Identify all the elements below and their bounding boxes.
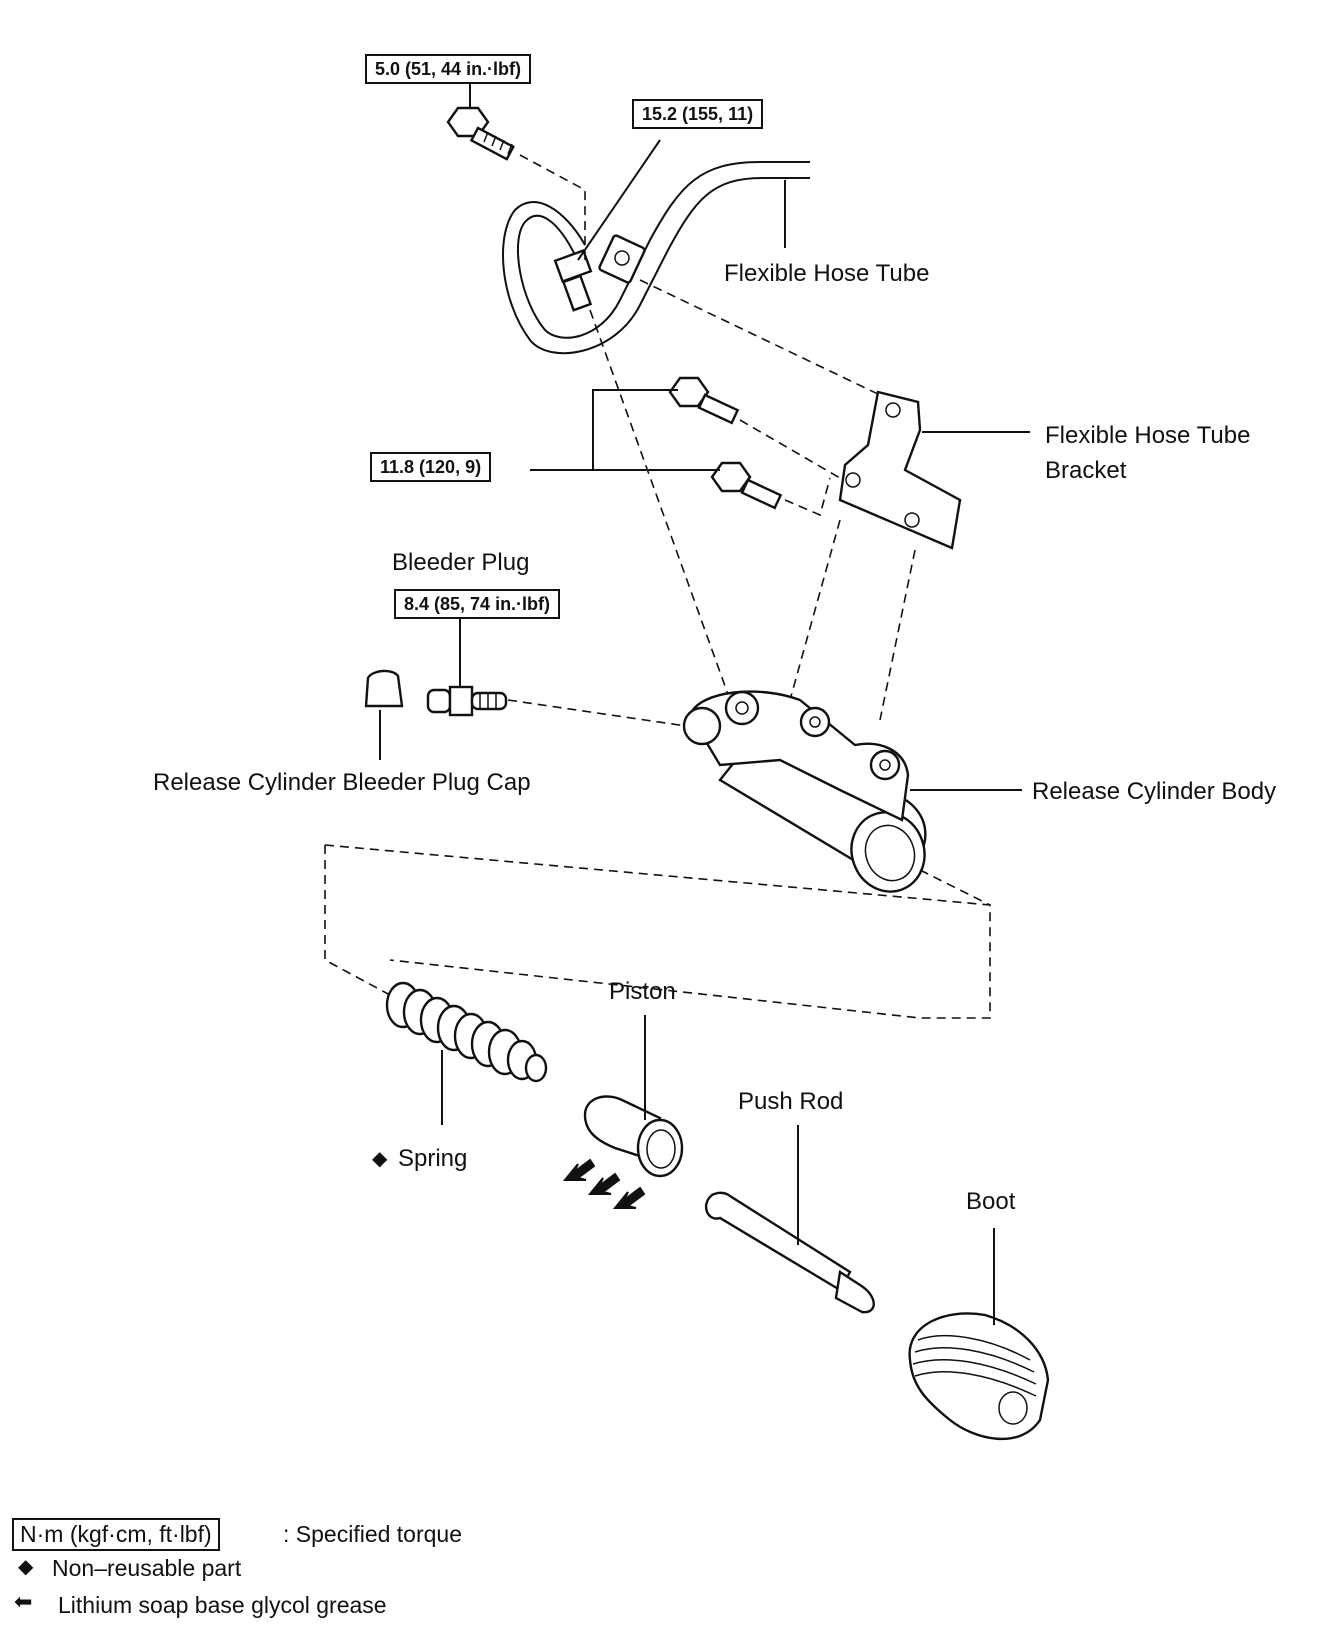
- release-cylinder-body: [682, 690, 1022, 893]
- arrow-left-icon: ⬅: [14, 1590, 33, 1615]
- torque-top-bolt: 5.0 (51, 44 in.·lbf): [365, 54, 532, 84]
- label-push-rod: Push Rod: [738, 1088, 844, 1115]
- flexible-hose-tube: [502, 139, 810, 355]
- legend-nonreusable: Non–reusable part: [52, 1555, 242, 1581]
- torque-bleeder: 8.4 (85, 74 in.·lbf): [394, 589, 561, 619]
- label-bracket-line2: Bracket: [1045, 457, 1127, 484]
- torque-bracket-bolts: 11.8 (120, 9): [370, 452, 492, 482]
- diamond-icon: ◆: [18, 1554, 34, 1578]
- bleeder-plug: [426, 614, 701, 729]
- legend-grease: Lithium soap base glycol grease: [58, 1592, 387, 1618]
- label-spring: Spring: [398, 1145, 468, 1172]
- top-bolt: [446, 78, 586, 260]
- label-piston: Piston: [609, 978, 676, 1005]
- bracket-bolts: [530, 376, 841, 517]
- label-bleeder-plug: Bleeder Plug: [392, 549, 530, 576]
- label-bleeder-cap: Release Cylinder Bleeder Plug Cap: [153, 769, 531, 796]
- label-cylinder-body: Release Cylinder Body: [1032, 778, 1277, 805]
- label-bracket-line1: Flexible Hose Tube: [1045, 422, 1251, 449]
- piston: [583, 1015, 684, 1178]
- legend-unit-box: N·m (kgf·cm, ft·lbf): [12, 1518, 220, 1551]
- torque-union: 15.2 (155, 11): [632, 99, 764, 129]
- legend-unit-desc: : Specified torque: [283, 1521, 463, 1547]
- label-boot: Boot: [966, 1188, 1016, 1215]
- push-rod: [704, 1125, 875, 1314]
- boot: [908, 1228, 1050, 1441]
- bleeder-cap: [364, 669, 404, 760]
- hose-tube-bracket: [789, 390, 1030, 721]
- label-flexible-hose-tube: Flexible Hose Tube: [724, 260, 930, 287]
- spring: [385, 981, 548, 1125]
- grease-arrow-icon: [562, 1158, 646, 1209]
- diamond-icon: ◆: [372, 1146, 388, 1170]
